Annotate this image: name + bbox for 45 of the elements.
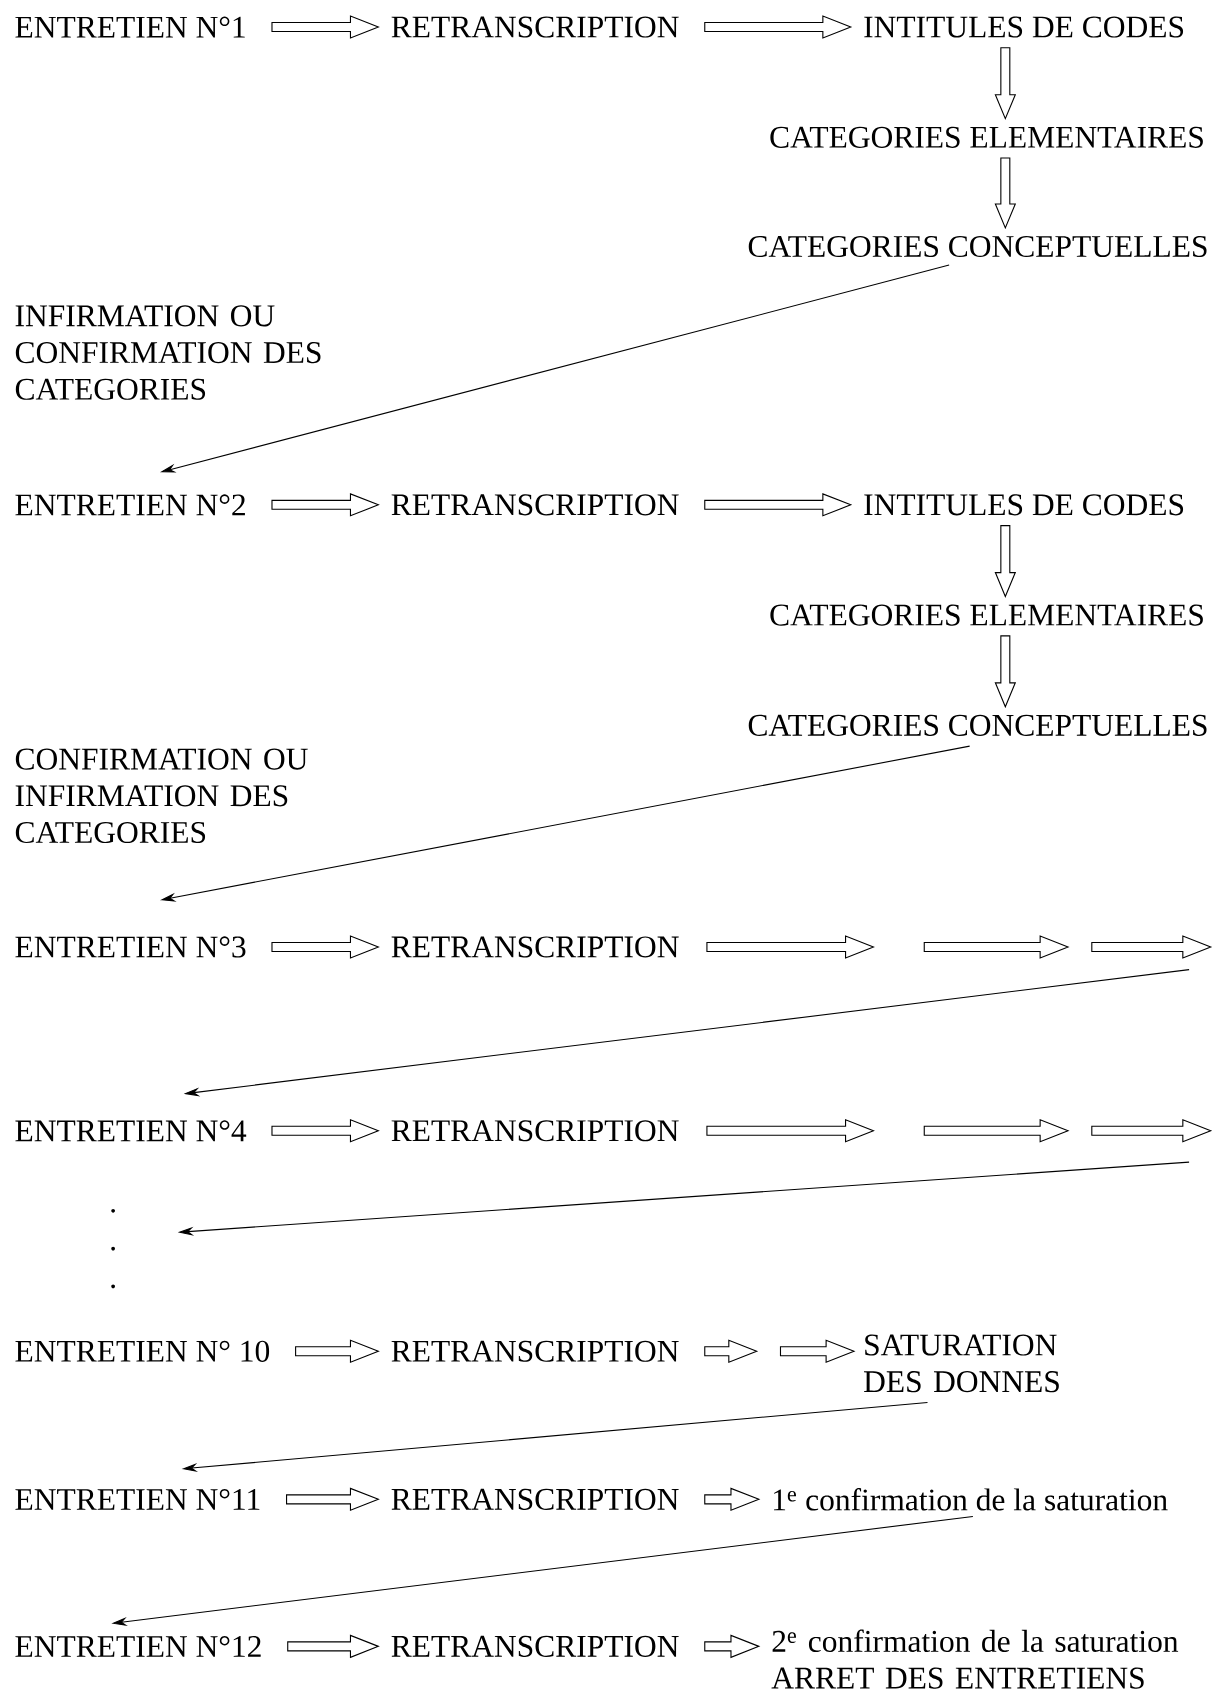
step-text: 2$^{e}$ confirmation de la saturation ARRET DES ENTRETIENS: [771, 1629, 1179, 1689]
step-text: RETRANSCRIPTION: [391, 936, 679, 958]
hollow-arrow: [780, 1339, 856, 1364]
hollow-arrow: [704, 1487, 761, 1512]
step-text: RETRANSCRIPTION: [391, 1488, 679, 1510]
step-text: INTITULES DE CODES: [864, 16, 1184, 38]
step-text: INTITULES DE CODES: [864, 494, 1184, 516]
hollow-arrow: [994, 635, 1017, 709]
hollow-arrow: [704, 1634, 761, 1659]
hollow-arrow: [994, 157, 1017, 230]
hollow-arrow: [287, 1634, 380, 1659]
hollow-arrow: [271, 1118, 380, 1143]
hollow-arrow: [271, 15, 380, 39]
step-text: SATURATION DES DONNES: [864, 1334, 1059, 1393]
step-text: ENTRETIEN N°4: [15, 1120, 247, 1142]
step-text: . . .: [111, 1208, 116, 1289]
hollow-arrow: [271, 493, 380, 517]
step-text: ENTRETIEN N°11: [15, 1488, 260, 1510]
step-text: ENTRETIEN N° 10: [15, 1340, 270, 1362]
step-text: ENTRETIEN N°2: [15, 494, 246, 516]
hollow-arrow: [994, 47, 1017, 121]
step-text: ENTRETIEN N°12: [15, 1635, 261, 1657]
step-text: ENTRETIEN N°3: [15, 936, 246, 958]
hollow-arrow: [994, 525, 1017, 598]
step-text: RETRANSCRIPTION: [391, 494, 679, 516]
hollow-arrow: [295, 1339, 380, 1364]
note-text: CONFIRMATION OU INFIRMATION DES CATEGORIES: [15, 748, 308, 844]
note-text: INFIRMATION OU CONFIRMATION DES CATEGORIES: [15, 305, 321, 400]
step-text: CATEGORIES CONCEPTUELLES: [748, 714, 1207, 736]
hollow-arrow: [704, 15, 853, 39]
step-text: RETRANSCRIPTION: [391, 1340, 679, 1362]
hollow-arrow: [704, 1339, 759, 1364]
step-text: RETRANSCRIPTION: [391, 1635, 679, 1657]
hollow-arrow: [704, 493, 853, 517]
hollow-arrow: [706, 935, 876, 959]
hollow-arrow: [271, 935, 380, 959]
step-text: ENTRETIEN N°1: [15, 16, 245, 38]
step-text: RETRANSCRIPTION: [391, 16, 679, 38]
step-text: CATEGORIES ELEMENTAIRES: [770, 604, 1203, 626]
step-text: CATEGORIES ELEMENTAIRES: [770, 126, 1203, 148]
step-text: RETRANSCRIPTION: [391, 1120, 679, 1142]
hollow-arrow: [706, 1118, 876, 1143]
step-text: 1$^{e}$ confirmation de la saturation: [774, 1488, 1168, 1511]
hollow-arrow: [286, 1487, 380, 1512]
step-text: CATEGORIES CONCEPTUELLES: [748, 235, 1207, 258]
